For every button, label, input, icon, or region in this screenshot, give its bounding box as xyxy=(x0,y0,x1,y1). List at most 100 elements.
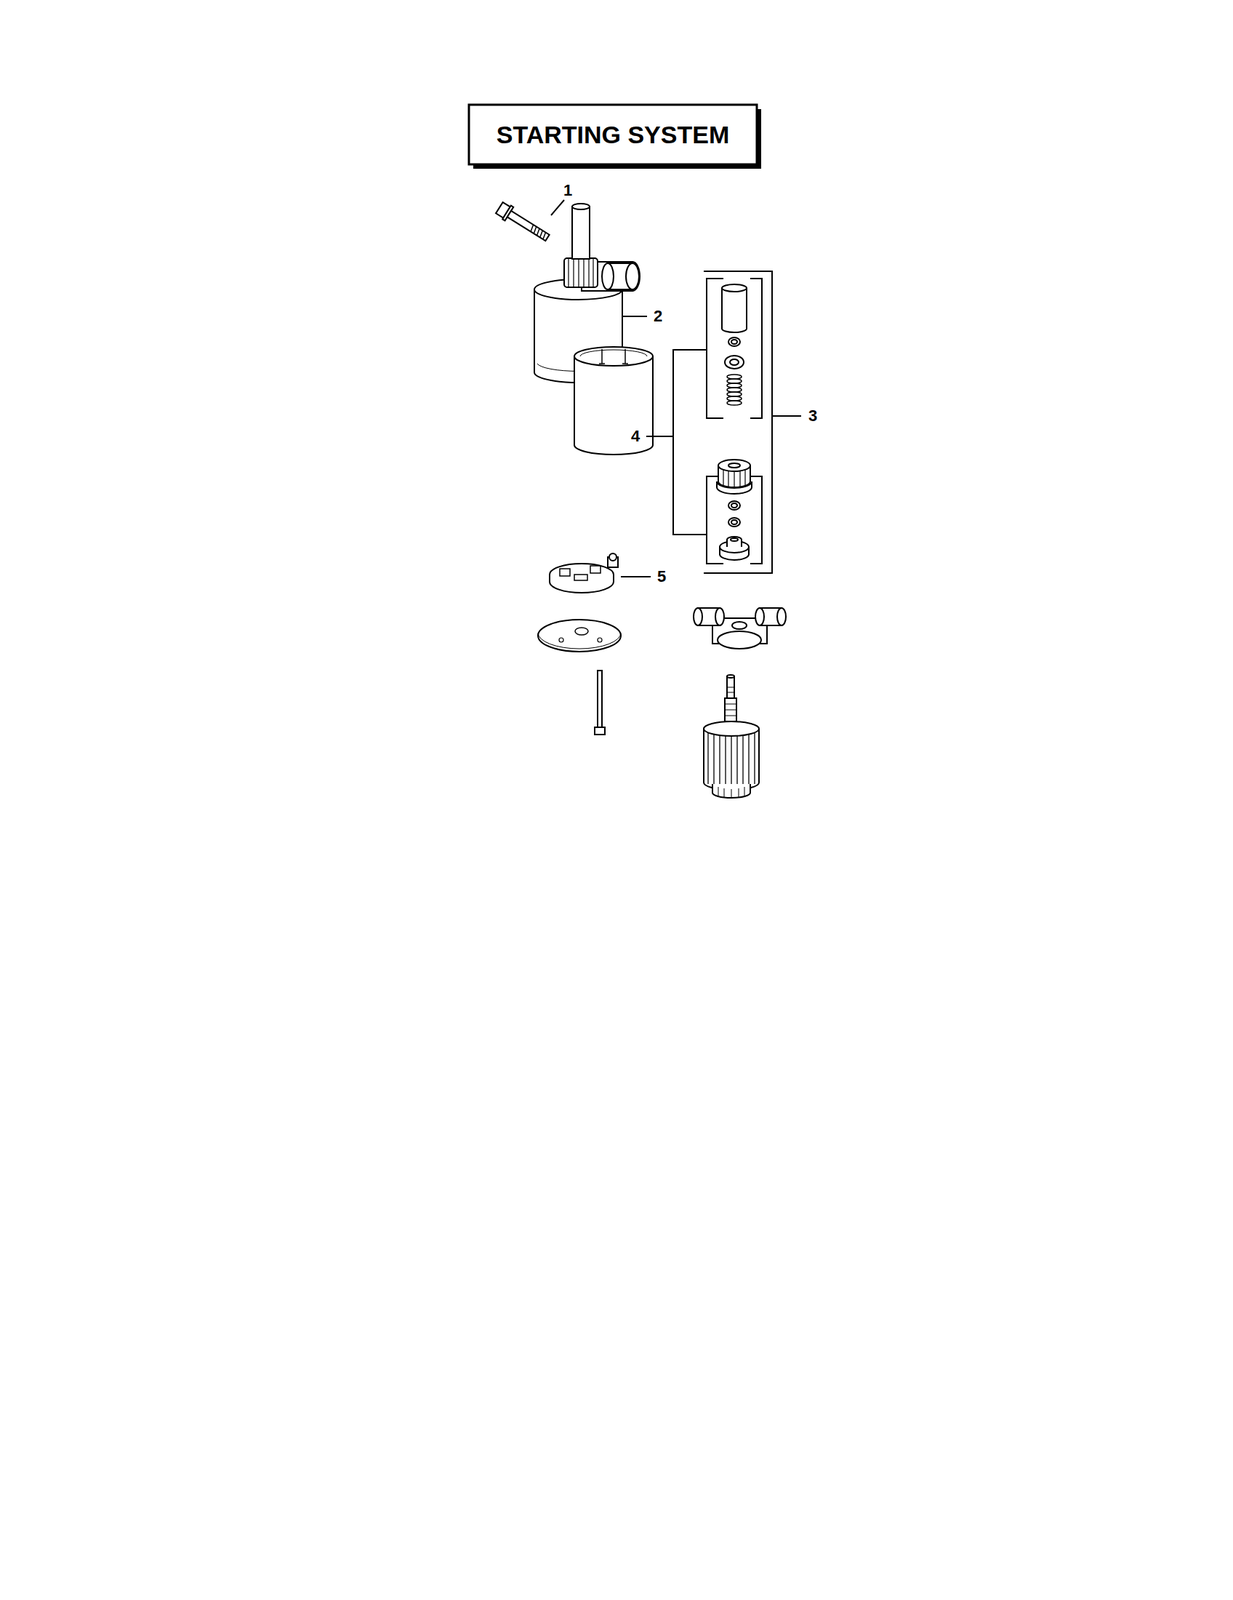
armature xyxy=(727,687,735,693)
spring xyxy=(727,383,742,388)
pinion-gear xyxy=(723,469,746,488)
armature xyxy=(703,674,759,799)
end-cap xyxy=(575,627,589,635)
brush-plate xyxy=(559,565,601,581)
subkit-bracket xyxy=(646,278,762,564)
drive-end-bracket xyxy=(732,621,747,629)
armature xyxy=(708,732,755,790)
drive-sleeve xyxy=(721,287,747,333)
drive-end-bracket xyxy=(693,607,703,626)
brush-plate xyxy=(609,553,617,561)
callout-number: 4 xyxy=(631,428,640,445)
leader-line xyxy=(551,199,565,216)
armature xyxy=(724,703,737,716)
leader-line xyxy=(622,315,648,317)
pinion-gear xyxy=(716,481,752,494)
drive-end-bracket xyxy=(693,607,786,649)
callout-number: 1 xyxy=(563,182,573,199)
callout-number: 3 xyxy=(808,407,818,424)
brush-plate xyxy=(549,563,614,582)
end-cap xyxy=(537,619,621,652)
starter-motor xyxy=(564,258,598,288)
washer xyxy=(731,339,738,344)
motor-housing xyxy=(599,348,629,364)
brush-plate xyxy=(549,553,618,593)
armature xyxy=(703,721,759,736)
title-frame xyxy=(468,104,757,165)
starter-motor xyxy=(572,203,590,210)
drive-end-bracket xyxy=(715,607,725,626)
leader-line xyxy=(551,199,565,216)
end-cap xyxy=(597,637,602,642)
armature xyxy=(727,676,735,698)
pinion-gear xyxy=(728,463,741,468)
through-bolt xyxy=(594,727,605,735)
washer xyxy=(728,337,741,347)
drive-end-bracket xyxy=(777,607,786,626)
motor-housing xyxy=(574,356,653,455)
starter-motor xyxy=(572,206,590,259)
washer xyxy=(724,355,744,369)
nut xyxy=(719,536,749,560)
bolt xyxy=(507,210,550,241)
drive-sleeve xyxy=(721,284,747,333)
end-cap xyxy=(559,637,564,642)
pinion-gear xyxy=(716,459,752,494)
washer xyxy=(728,517,741,527)
end-cap xyxy=(537,619,621,652)
kit-bracket xyxy=(772,415,802,417)
armature xyxy=(724,697,737,722)
pinion-gear xyxy=(718,459,751,472)
nut xyxy=(730,537,738,541)
washer xyxy=(729,359,739,365)
title-frame xyxy=(468,104,762,169)
armature xyxy=(712,783,751,798)
drive-end-bracket xyxy=(717,631,762,649)
spring xyxy=(727,374,742,405)
drive-sleeve xyxy=(721,284,747,292)
starter-motor xyxy=(601,263,614,290)
subkit-bracket xyxy=(750,476,762,564)
motor-housing xyxy=(574,346,653,366)
washer xyxy=(728,337,741,347)
motor-housing xyxy=(580,349,648,357)
washer xyxy=(728,500,741,510)
callout-number: 2 xyxy=(653,308,663,325)
armature xyxy=(727,674,735,678)
spring xyxy=(727,400,742,405)
washer xyxy=(728,517,741,527)
subkit-bracket xyxy=(646,435,674,437)
spring xyxy=(727,378,742,384)
leader-line xyxy=(622,315,648,317)
kit-bracket xyxy=(703,271,802,573)
drive-end-bracket xyxy=(755,607,765,626)
starter-motor xyxy=(568,258,594,288)
washer xyxy=(731,519,738,525)
spring xyxy=(727,387,742,392)
spring xyxy=(727,396,742,401)
through-bolt xyxy=(597,670,602,729)
starter-motor xyxy=(625,263,640,290)
spring xyxy=(727,391,742,397)
armature xyxy=(718,786,745,799)
subkit-bracket xyxy=(706,278,724,419)
armature xyxy=(703,728,759,790)
bolt xyxy=(529,224,547,240)
nut xyxy=(727,536,742,547)
kit-bracket xyxy=(703,271,773,573)
callout-number: 5 xyxy=(657,568,666,585)
subkit-bracket xyxy=(750,278,762,419)
bolt xyxy=(495,200,552,245)
washer xyxy=(728,500,741,510)
washer xyxy=(731,503,738,508)
through-bolt xyxy=(594,670,605,735)
washer xyxy=(724,355,744,369)
subkit-bracket xyxy=(673,349,707,535)
leader-line xyxy=(620,575,651,578)
spring xyxy=(727,374,742,379)
title: STARTING SYSTEM xyxy=(496,122,730,147)
leader-line xyxy=(620,575,651,578)
motor-housing xyxy=(574,346,653,455)
